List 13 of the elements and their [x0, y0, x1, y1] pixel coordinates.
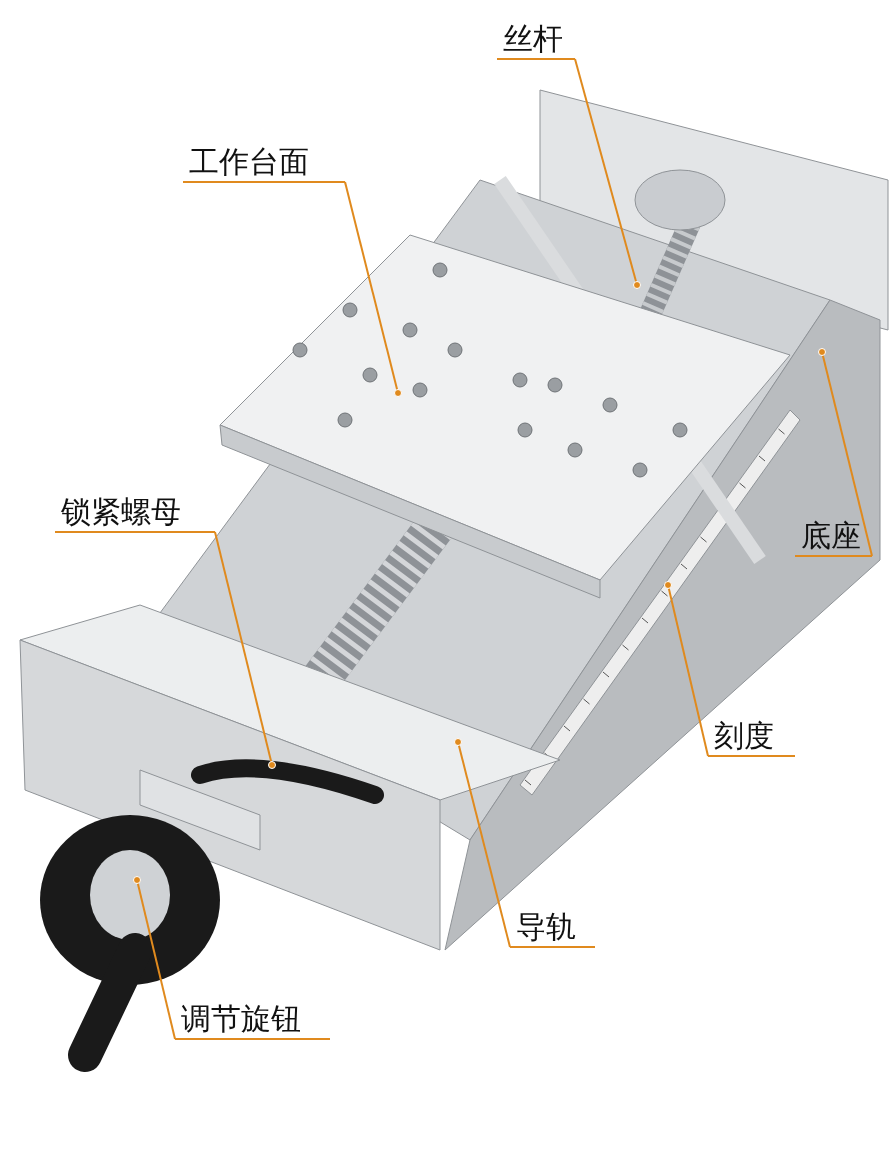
callout-label: 工作台面: [183, 143, 345, 183]
leader-line: [574, 58, 641, 289]
callout-label: 锁紧螺母: [55, 493, 215, 533]
leader-line: [214, 531, 276, 769]
leader-line: [454, 738, 511, 948]
callout-label: 丝杆: [497, 20, 575, 60]
leader-line: [344, 181, 402, 397]
callout-label: 调节旋钮: [175, 1000, 330, 1040]
callout-label: 导轨: [510, 908, 595, 948]
leader-line: [133, 876, 176, 1040]
callout-label: 刻度: [708, 717, 795, 757]
callout-label: 底座: [795, 517, 872, 557]
leader-line: [664, 581, 709, 757]
